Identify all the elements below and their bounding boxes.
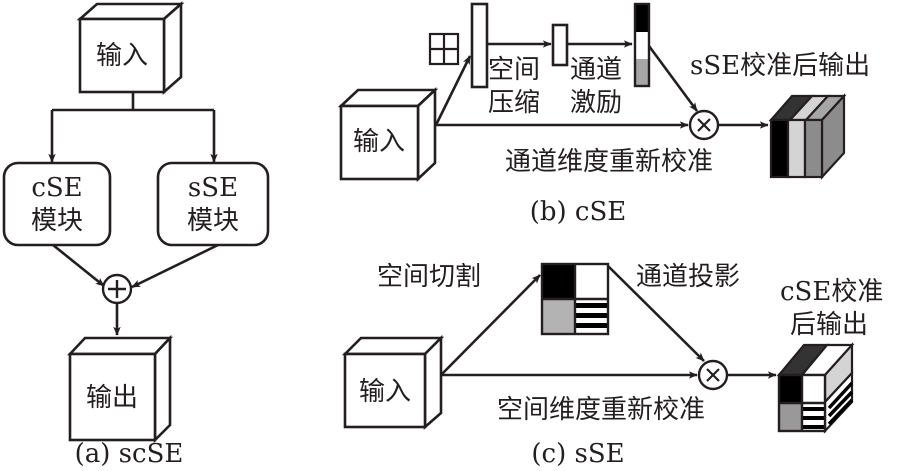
panel-b-excitation-bar <box>551 23 569 67</box>
panel-a-sse-module: sSE 模块 <box>156 161 270 247</box>
panel-c-caption: (c) sSE <box>531 439 624 469</box>
panel-c-multiply-node <box>697 359 729 391</box>
panel-c-split-label: 空间切割 <box>377 262 481 292</box>
panel-a-sum-node <box>101 273 133 305</box>
panel-a-cse-module: cSE 模块 <box>2 161 112 247</box>
panel-a-arrow-cse-to-sum <box>52 243 105 288</box>
panel-c-recalibration-label: 空间维度重新校准 <box>497 395 705 425</box>
panel-b-excitation-line1: 通道 <box>570 55 622 85</box>
panel-b-arrow-weights-to-multiply <box>647 45 699 112</box>
panel-a-sse-line2: 模块 <box>187 206 239 236</box>
panel-c-arrow-to-split <box>440 274 541 376</box>
panel-a-input-label: 输入 <box>96 41 148 71</box>
panel-c-input-label: 输入 <box>359 377 411 407</box>
panel-c-output-line2: 后输出 <box>790 310 868 340</box>
panel-c-arrow-grid-to-multiply <box>607 265 705 362</box>
panel-a-output-label: 输出 <box>86 383 138 413</box>
panel-c-sse: 输入 空间切割 通道投影 cSE校准 后输出 <box>341 262 883 469</box>
panel-b-squeeze-bar <box>470 2 489 89</box>
panel-b-recalibration-label: 通道维度重新校准 <box>505 147 713 177</box>
stripe-pattern <box>827 381 854 426</box>
panel-a-cse-line1: cSE <box>31 173 82 203</box>
grid-icon <box>428 32 460 66</box>
panel-b-channel-weights <box>633 2 651 88</box>
panel-c-output-cube <box>776 342 855 434</box>
panel-c-projection-label: 通道投影 <box>636 262 740 292</box>
panel-a-caption: (a) scSE <box>75 439 184 469</box>
panel-b-squeeze-line2: 压缩 <box>488 88 540 118</box>
panel-b-output-cube <box>768 93 847 180</box>
panel-b-input-label: 输入 <box>353 127 405 157</box>
multiply-icon <box>697 118 711 132</box>
panel-a-sse-line1: sSE <box>188 173 238 203</box>
panel-b-arrow-to-squeeze <box>434 55 472 126</box>
plus-icon <box>108 280 126 298</box>
panel-a-split-connector <box>52 92 214 112</box>
multiply-icon <box>706 368 720 382</box>
panel-a-cse-line2: 模块 <box>31 206 83 236</box>
panel-b-squeeze-line1: 空间 <box>488 55 540 85</box>
panel-a-scse: 输入 cSE 模块 sSE 模块 <box>2 1 270 469</box>
panel-a-output-cube: 输出 <box>66 334 174 444</box>
panel-b-excitation-line2: 激励 <box>570 88 622 118</box>
panel-b-multiply-node <box>688 109 720 141</box>
panel-b-cse: 输入 空间 压缩 通道 激励 sSE校准后输出 <box>337 2 870 227</box>
panel-a-arrow-sse-to-sum <box>131 243 219 289</box>
panel-b-input-cube: 输入 <box>337 86 439 183</box>
panel-c-output-line1: cSE校准 <box>780 277 883 307</box>
panel-b-output-label: sSE校准后输出 <box>690 51 870 81</box>
panel-b-caption: (b) cSE <box>530 197 627 227</box>
panel-c-spatial-grid <box>540 262 610 336</box>
panel-a-input-cube: 输入 <box>76 1 185 95</box>
panel-c-input-cube: 输入 <box>341 334 445 430</box>
